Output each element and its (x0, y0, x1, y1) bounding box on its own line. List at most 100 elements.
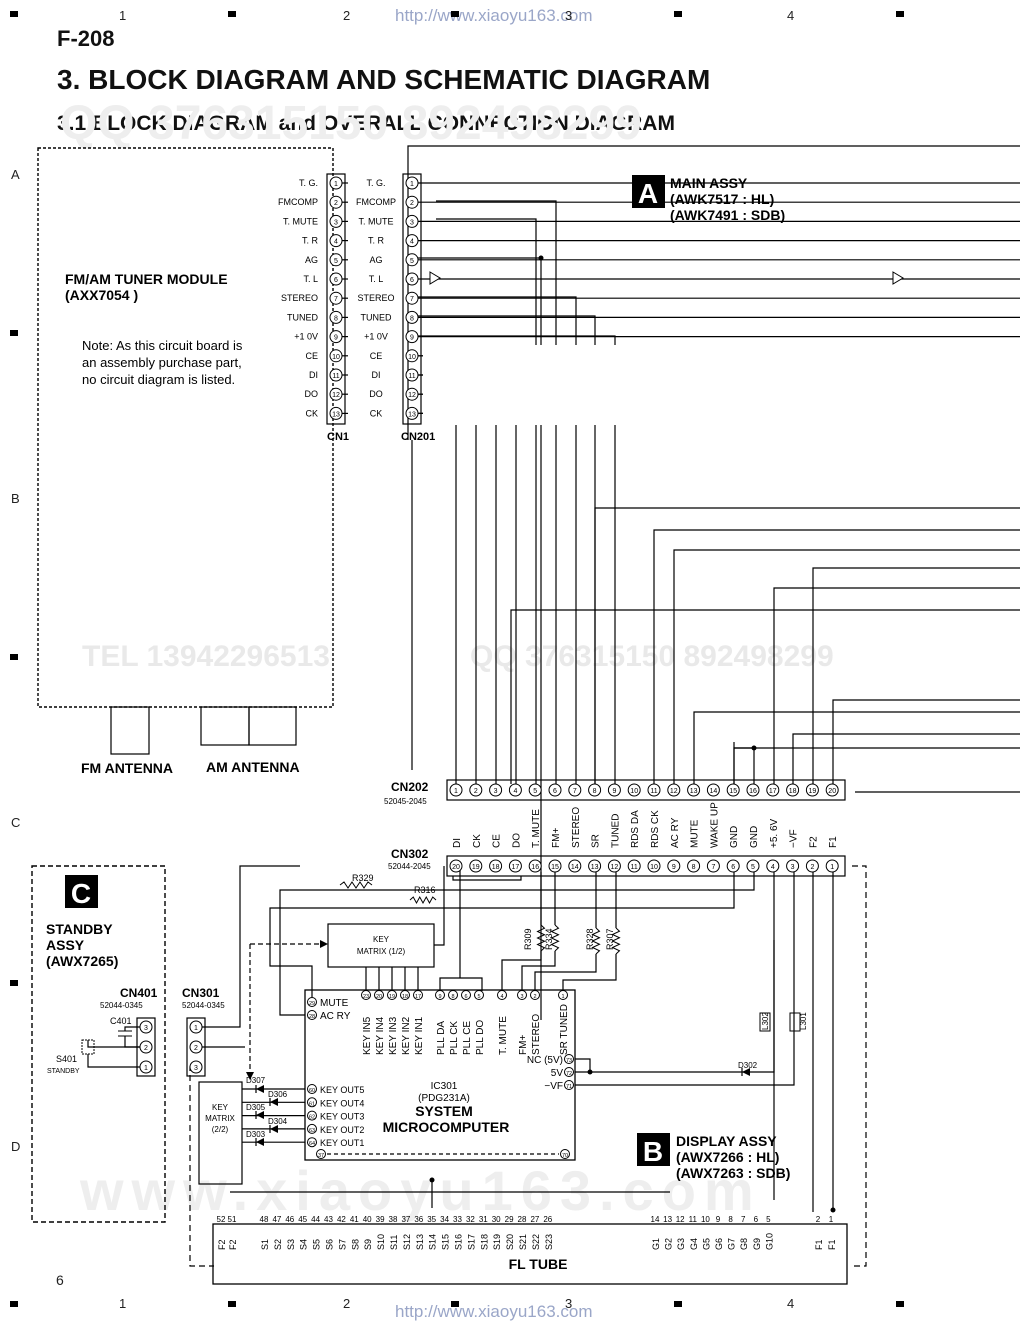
cn302-code: 52044-2045 (388, 862, 431, 871)
r307 (611, 927, 621, 955)
junction-dot (429, 1177, 435, 1183)
fl-s-pin-label: S12 (402, 1234, 412, 1250)
cn201-pin-3-num: 3 (410, 219, 414, 226)
fl-g-pin-num: 9 (716, 1215, 721, 1224)
footer-url[interactable]: http://www.xiaoyu163.com (395, 1302, 593, 1321)
ic301-name-line2: MICROCOMPUTER (383, 1119, 510, 1135)
ic301-name-line1: SYSTEM (415, 1103, 473, 1119)
cn1-pin-label: T. L (303, 274, 318, 284)
ic301-part: (PDG231A) (418, 1093, 470, 1104)
cn302-pin-5 (746, 859, 760, 873)
cn201-pin-1 (405, 176, 419, 190)
cn202-pin-10-num: 10 (630, 788, 638, 795)
d305-label: D305 (246, 1103, 266, 1112)
cn201-pin-12-num: 12 (408, 392, 416, 399)
wiring (87, 145, 1020, 1267)
cn202-pin-17-num: 17 (769, 788, 777, 795)
ic301-top-pin-label: KEY IN1 (414, 1016, 425, 1055)
cn201-pin-label: T. MUTE (359, 216, 394, 226)
fl-s-pin-label: S7 (337, 1239, 347, 1250)
fl-g-pin-label: G8 (739, 1238, 749, 1250)
ic301-keyout-pin-62 (307, 1110, 317, 1121)
cn1-pin-12 (329, 387, 343, 401)
cn202-pin-3-num: 3 (494, 788, 498, 795)
cn302-label: CN302 (391, 847, 429, 861)
right-feed-3 (812, 567, 1020, 784)
cn302-pin-1 (825, 859, 839, 873)
cn201-pin-13 (405, 406, 419, 420)
fl-g-pin-label: G1 (651, 1238, 661, 1250)
fl-g-pin-num: 13 (663, 1215, 672, 1224)
cn302-pin-7 (706, 859, 720, 873)
cn401-connector (136, 1017, 156, 1077)
ic301-right-pin-71-num: 71 (566, 1084, 572, 1090)
cn1-pin-2 (329, 195, 343, 209)
registration-mark-3 (674, 11, 682, 17)
ic301-pin-bottom-left-num: 37 (318, 1153, 324, 1159)
cn201-pin-label: DO (369, 389, 383, 399)
ic301-top-pin-8-num: 8 (451, 994, 454, 1000)
fl-s-pin-label: S1 (260, 1239, 270, 1250)
ic301-top-pin-label: PLL CK (449, 1021, 460, 1055)
key-matrix-2-arrow (246, 1072, 254, 1080)
cn202-signal-label: +5. 6V (769, 818, 780, 848)
ic301-left-pin-label: MUTE (320, 998, 349, 1009)
key-matrix-1-line1: KEY (373, 935, 390, 944)
c401-label: C401 (110, 1016, 132, 1026)
right-feed-7 (792, 733, 1020, 784)
diode-d305 (256, 1111, 264, 1119)
key-matrix-2-line: KEY (212, 1103, 229, 1112)
cn1-pin-1 (329, 176, 343, 190)
ic301-top-pin-9-num: 9 (438, 994, 441, 1000)
right-feed-8 (733, 747, 1020, 784)
fl-g-pin-label: G10 (764, 1233, 774, 1250)
header-url[interactable]: http://www.xiaoyu163.com (395, 6, 593, 25)
r316 (409, 895, 437, 905)
border-marks (10, 11, 904, 1307)
cn202-pin-19 (805, 783, 819, 797)
diode-d303 (256, 1138, 264, 1146)
registration-mark-4 (896, 11, 904, 17)
ic301-right-pin-label: −VF (544, 1081, 563, 1092)
r309 (536, 924, 546, 952)
fl-s-pin-label: S20 (505, 1234, 515, 1250)
ic301-top-pin-4 (497, 990, 507, 1000)
cn202-pin-9-num: 9 (612, 788, 616, 795)
cn1-label: CN1 (327, 431, 349, 443)
d302-label: D302 (738, 1061, 758, 1070)
cn301-pin-1 (189, 1020, 203, 1034)
cn302-pin-13-num: 13 (591, 864, 599, 871)
cn201-pin-2-num: 2 (410, 200, 414, 207)
cn202-pin-14 (706, 783, 720, 797)
r334 (550, 924, 560, 952)
cn301-connector (186, 1017, 206, 1077)
cn201-pin-label: DI (372, 370, 381, 380)
cn302-bus-bracket (452, 876, 522, 881)
right-feed-0 (594, 507, 1020, 784)
col-mark-3-bottom: 3 (565, 1296, 573, 1311)
cn201-pin-7 (405, 291, 419, 305)
nc5v-link (575, 1058, 591, 1072)
cn401-pin-3 (139, 1020, 153, 1034)
cn202-pin-6 (548, 783, 562, 797)
arrow-t-l-1 (429, 271, 441, 285)
standby-name-line: STANDBY (46, 921, 113, 937)
cn202-signal-label: RDS DA (630, 810, 641, 848)
row-mark-c: C (11, 815, 21, 830)
diode-d302 (742, 1068, 750, 1076)
cn302-pin-8 (687, 859, 701, 873)
fl-s-pin-num: 33 (453, 1215, 462, 1224)
ic301-top-pin-5 (474, 990, 484, 1000)
main-assy-border (407, 145, 1020, 440)
cn1-pin-2-num: 2 (334, 200, 338, 207)
cn1-pin-12-num: 12 (332, 392, 340, 399)
cn201-pin-13-num: 13 (408, 411, 416, 418)
cn1-pin-7 (329, 291, 343, 305)
cn1-pin-4-num: 4 (334, 239, 338, 246)
cn201-pin-label: TUNED (361, 312, 392, 322)
ic301-keyout-pin-62-num: 62 (309, 1115, 315, 1121)
cn302-pin-18 (489, 859, 503, 873)
fl-s-pin-num: 28 (518, 1215, 527, 1224)
fl-f-pin-label: F1 (827, 1239, 837, 1250)
lead-mask (423, 345, 1020, 425)
